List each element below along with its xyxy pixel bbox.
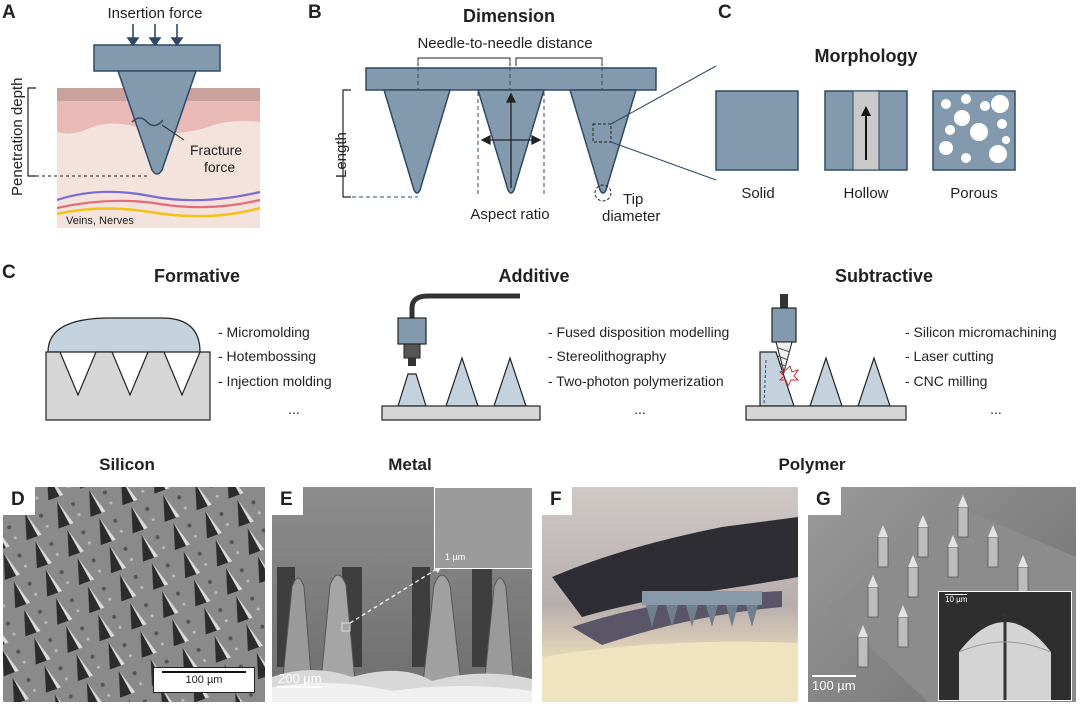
photo-g-inset-scale: 10 µm — [945, 594, 968, 604]
additive-print-head — [397, 317, 427, 345]
additive-title: Additive — [498, 266, 569, 286]
tip-label-2: diameter — [602, 208, 660, 225]
fracture-leader — [161, 124, 185, 141]
subtractive-tool-holder — [771, 307, 797, 343]
fabrication-section: C Formative - Micromolding - Hotembossin… — [2, 262, 1057, 421]
subtractive-title: Subtractive — [835, 266, 933, 286]
panel-c-morphology: C Morphology Solid Hollow Porous — [715, 2, 1016, 202]
material-silicon: Silicon — [99, 455, 155, 474]
penetration-bracket — [27, 87, 36, 177]
photo-d-letter: D — [3, 487, 35, 515]
morphology-title: Morphology — [815, 46, 918, 66]
fracture-line — [131, 117, 164, 127]
subtractive-spindle — [780, 294, 788, 308]
aspect-ratio-label: Aspect ratio — [470, 206, 549, 223]
needle-body — [116, 70, 198, 175]
subtractive-more: ... — [990, 401, 1002, 417]
fracture-label-1: Fracture — [190, 142, 242, 158]
formative-mold — [45, 351, 211, 421]
solid-square — [715, 90, 799, 171]
additive-item-3: - Two-photon polymerization — [548, 373, 724, 389]
material-metal: Metal — [388, 455, 431, 474]
panel-b: B Dimension Needle-to-needle distance Le… — [308, 2, 717, 225]
porous-holes — [939, 94, 1010, 163]
subtractive-substrate — [745, 405, 907, 421]
needle-distance-label: Needle-to-needle distance — [417, 35, 592, 52]
panel-c-letter: C — [718, 2, 732, 23]
photo-e-letter: E — [272, 487, 303, 515]
formative-item-3: - Injection molding — [218, 373, 332, 389]
fracture-label-2: force — [204, 159, 235, 175]
subtractive-item-1: - Silicon micromachining — [905, 324, 1057, 340]
additive-substrate — [381, 405, 541, 421]
formative-item-2: - Hotembossing — [218, 348, 316, 364]
photo-e-inset-scale: 1 µm — [445, 552, 466, 562]
aspect-ratio-arrows — [480, 92, 542, 188]
dimension-title: Dimension — [463, 6, 555, 26]
photo-g-scale: 100 µm — [812, 675, 856, 693]
morphology-zoom-box — [592, 123, 612, 143]
photo-e-scale: 200 µm — [278, 671, 322, 688]
photo-e-inset: 1 µm — [434, 487, 532, 569]
array-base — [365, 67, 657, 91]
porous-label: Porous — [950, 185, 998, 202]
photo-g-inset: 10 µm — [938, 591, 1072, 701]
subtractive-item-3: - CNC milling — [905, 373, 987, 389]
additive-item-2: - Stereolithography — [548, 348, 666, 364]
formative-item-1: - Micromolding — [218, 324, 310, 340]
fabrication-letter: C — [2, 262, 16, 283]
dimension-needle-1 — [382, 89, 452, 194]
formative-more: ... — [288, 401, 300, 417]
panel-b-letter: B — [308, 2, 322, 23]
photo-d-silicon: D 100 µm — [3, 487, 265, 702]
dimension-needle-3 — [568, 89, 638, 194]
photo-g-polymer: 10 µm G 100 µm — [808, 487, 1076, 702]
photo-d-scalebar-box: 100 µm — [153, 667, 255, 693]
insertion-force-label: Insertion force — [107, 5, 202, 22]
formative-title: Formative — [154, 266, 240, 286]
veins-label: Veins, Nerves — [66, 215, 134, 227]
needle-base — [93, 44, 221, 72]
tip-label-1: Tip — [623, 191, 643, 208]
photo-f-polymer: F — [542, 487, 798, 702]
penetration-depth-label: Penetration depth — [9, 78, 26, 196]
additive-cable — [409, 293, 520, 318]
solid-label: Solid — [741, 185, 774, 202]
length-label: Length — [333, 132, 350, 178]
photo-g-letter: G — [808, 487, 841, 515]
formative-mold-material — [47, 317, 201, 353]
subtractive-item-2: - Laser cutting — [905, 348, 994, 364]
photo-d-scale: 100 µm — [185, 674, 223, 686]
photo-f-letter: F — [542, 487, 572, 515]
panel-a-letter: A — [2, 2, 16, 23]
photo-e-metal: 1 µm E 200 µm — [272, 487, 532, 702]
insertion-arrows — [126, 24, 184, 47]
subtractive-block — [759, 351, 795, 407]
additive-more: ... — [634, 401, 646, 417]
hollow-label: Hollow — [843, 185, 888, 202]
additive-item-1: - Fused disposition modelling — [548, 324, 729, 340]
panel-a: A Insertion force Fracture force Penetra… — [2, 2, 261, 228]
material-polymer: Polymer — [778, 455, 845, 474]
